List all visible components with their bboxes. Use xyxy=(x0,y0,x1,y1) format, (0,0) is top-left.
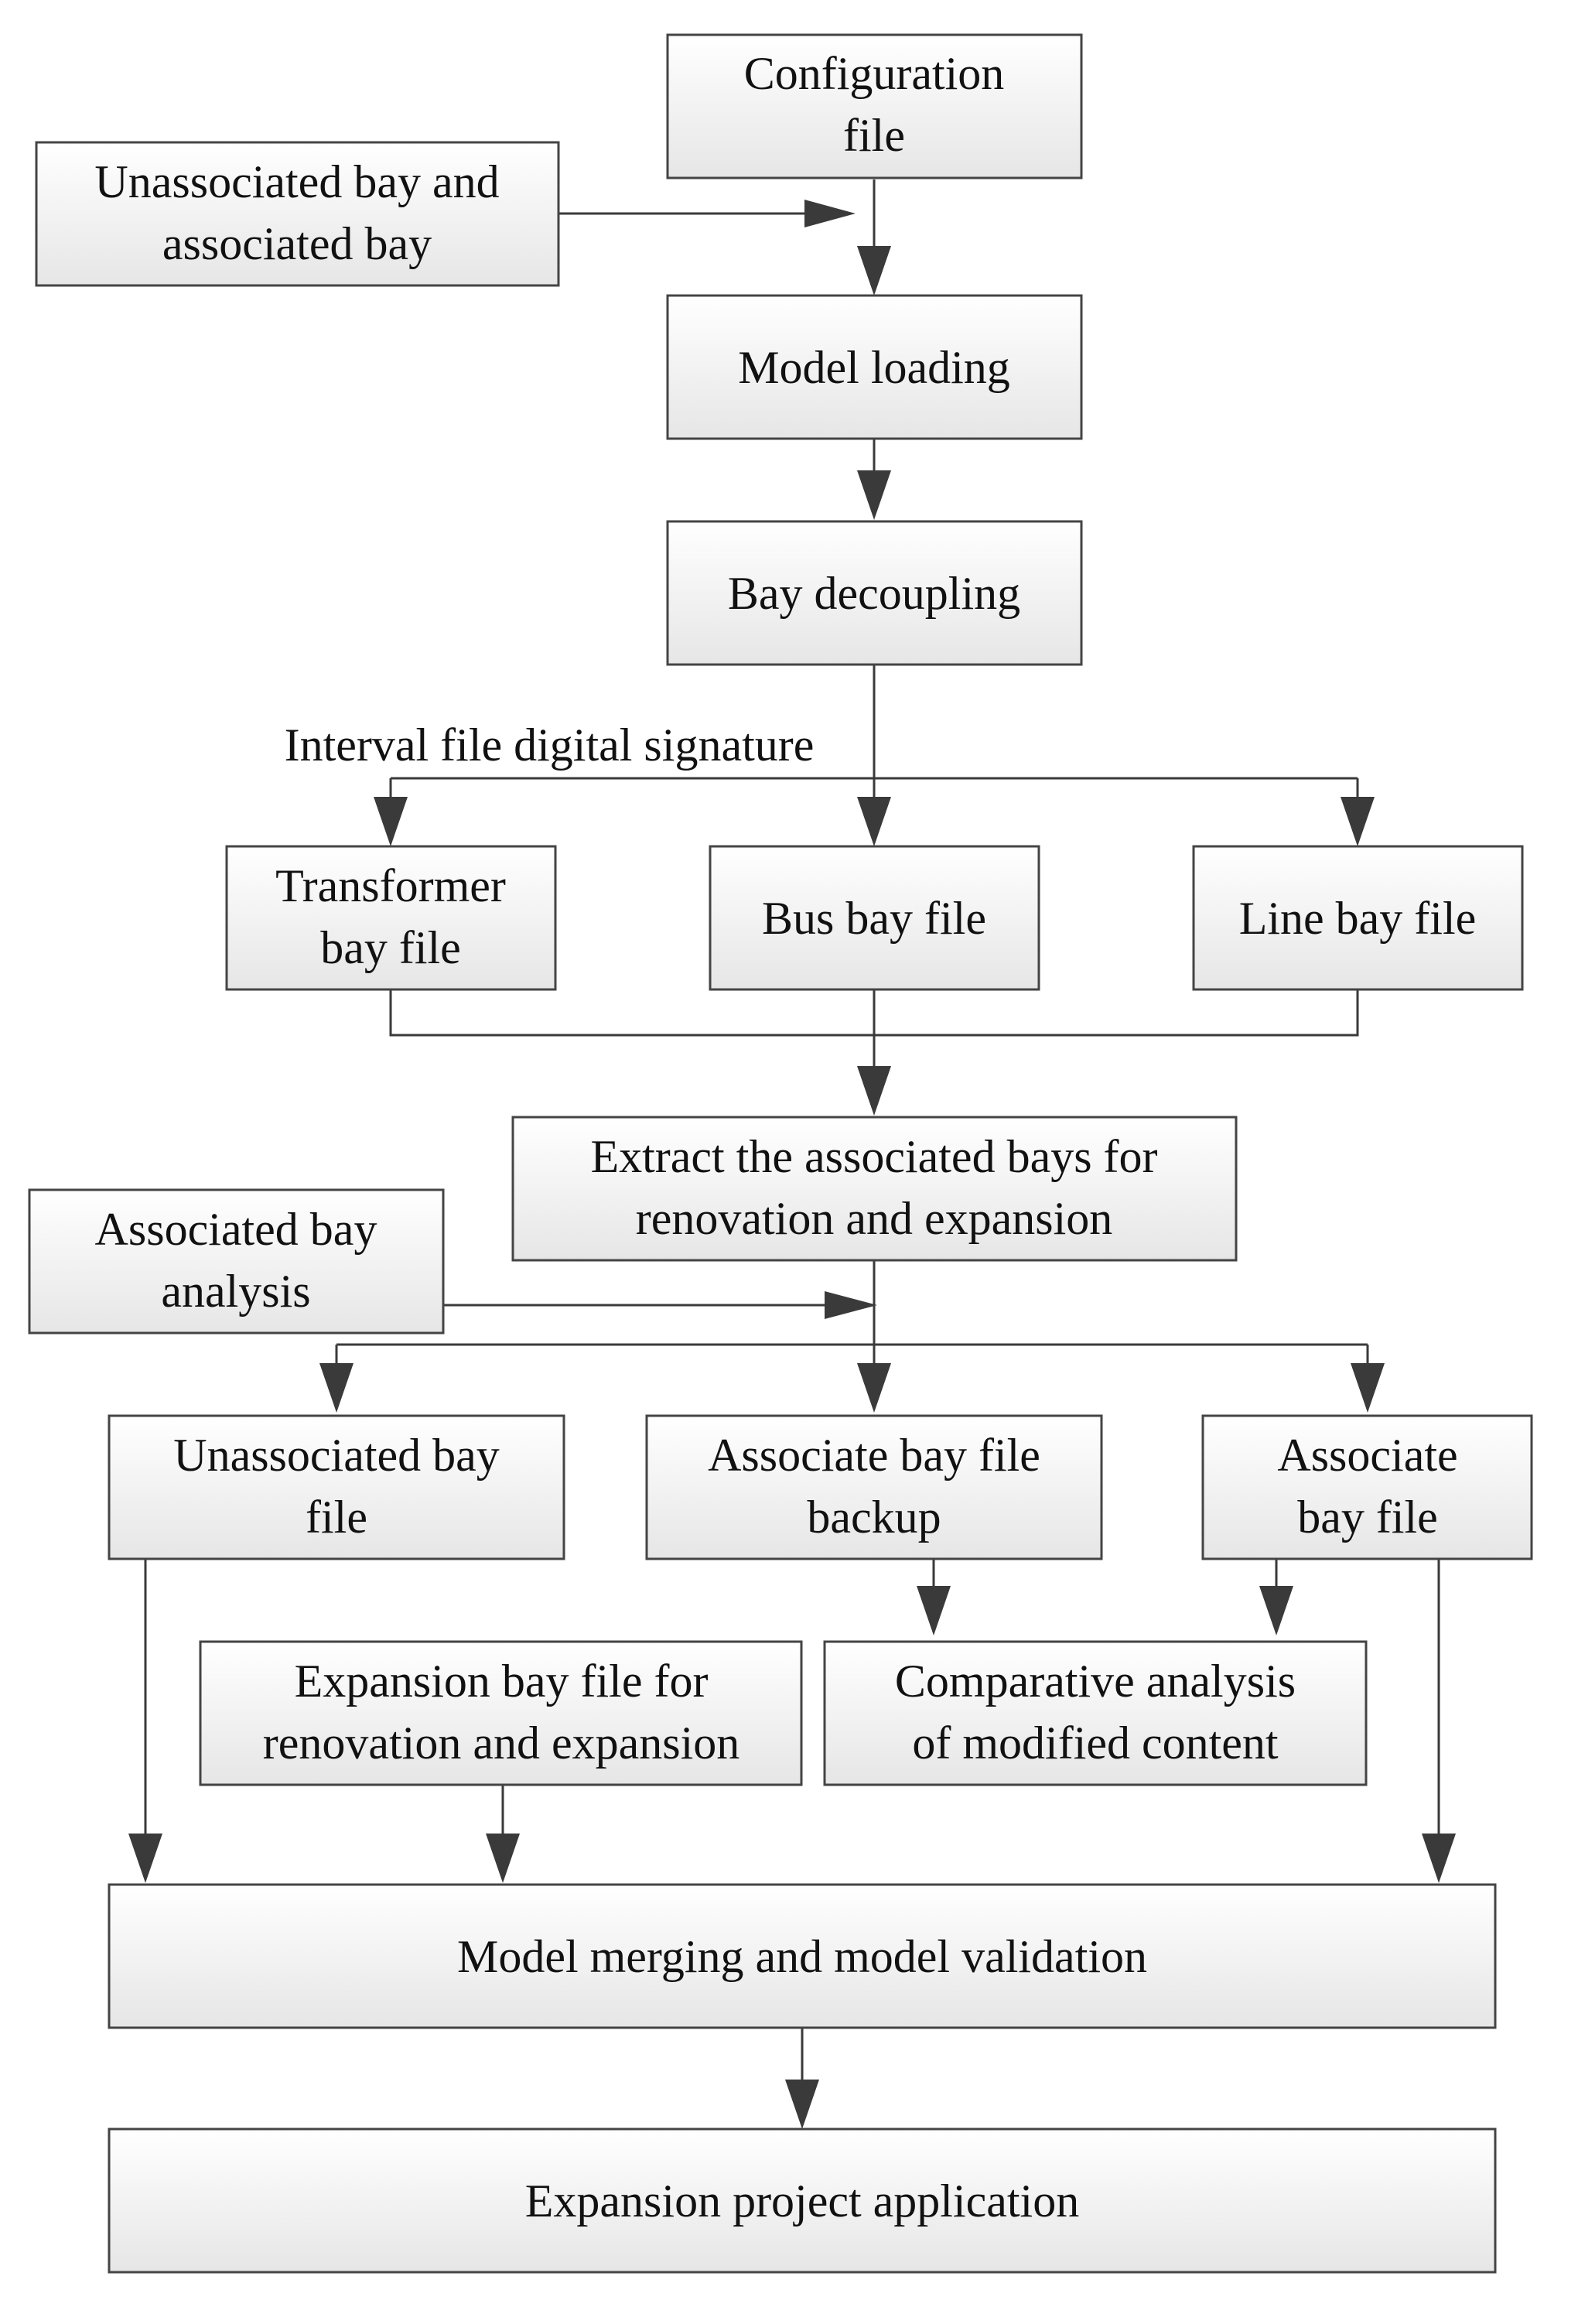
arrowhead-comparative-left xyxy=(917,1586,951,1635)
comparative-box: Comparative analysis of modified content xyxy=(823,1640,1368,1786)
arrowhead-application xyxy=(785,2080,819,2129)
comparative-label-2: of modified content xyxy=(912,1717,1279,1769)
bus-label: Bus bay file xyxy=(762,893,986,944)
assoc-file-label-1: Associate xyxy=(1277,1430,1457,1481)
arrowhead-comparative-right xyxy=(1259,1586,1293,1635)
transformer-box: Transformer bay file xyxy=(225,845,557,991)
unassoc-assoc-label-2: associated bay xyxy=(162,218,432,269)
boxes: Configuration file Unassociated bay and … xyxy=(28,33,1533,2274)
unassoc-assoc-label-1: Unassociated bay and xyxy=(94,156,499,207)
assoc-analysis-label-2: analysis xyxy=(161,1266,310,1317)
assoc-file-box: Associate bay file xyxy=(1201,1414,1533,1560)
config-box: Configuration file xyxy=(666,33,1083,179)
arrowhead-analysis xyxy=(825,1291,877,1319)
assoc-analysis-label-1: Associated bay xyxy=(95,1204,377,1255)
model-loading-box: Model loading xyxy=(666,294,1083,440)
interval-signature-label: Interval file digital signature xyxy=(285,719,815,771)
arrowhead-bus xyxy=(857,797,891,846)
config-label-2: file xyxy=(843,110,905,161)
comparative-label-1: Comparative analysis xyxy=(895,1656,1296,1707)
unassoc-file-label-2: file xyxy=(306,1492,367,1543)
line-label: Line bay file xyxy=(1239,893,1477,944)
arrowhead-unassoc-file xyxy=(319,1363,354,1413)
arrowhead-merge-mid xyxy=(486,1834,520,1883)
application-label: Expansion project application xyxy=(525,2175,1079,2227)
expansion-file-box: Expansion bay file for renovation and ex… xyxy=(199,1640,803,1786)
line-box: Line bay file xyxy=(1192,845,1524,991)
arrowhead-extract xyxy=(857,1066,891,1116)
arrowheads xyxy=(128,200,1456,2129)
extract-label-1: Extract the associated bays for xyxy=(590,1131,1157,1182)
arrowhead-transformer xyxy=(374,797,408,846)
model-loading-label: Model loading xyxy=(738,342,1010,393)
extract-label-2: renovation and expansion xyxy=(636,1193,1113,1244)
arrowhead-merge-right xyxy=(1422,1834,1456,1883)
backup-label-1: Associate bay file xyxy=(708,1430,1040,1481)
config-label-1: Configuration xyxy=(744,48,1005,99)
transformer-label-2: bay file xyxy=(320,922,461,973)
unassoc-assoc-box: Unassociated bay and associated bay xyxy=(35,141,560,287)
unassoc-file-box: Unassociated bay file xyxy=(108,1414,565,1560)
arrowhead-line xyxy=(1341,797,1375,846)
arrowhead-unassoc xyxy=(804,200,856,227)
expansion-file-label-1: Expansion bay file for xyxy=(295,1656,709,1707)
application-box: Expansion project application xyxy=(108,2127,1497,2274)
merging-box: Model merging and model validation xyxy=(108,1883,1497,2029)
arrowhead-merge-left xyxy=(128,1834,162,1883)
arrowhead-model xyxy=(857,246,891,296)
extract-box: Extract the associated bays for renovati… xyxy=(511,1116,1238,1262)
bay-decoupling-box: Bay decoupling xyxy=(666,520,1083,666)
bay-decoupling-label: Bay decoupling xyxy=(728,568,1020,619)
arrowhead-backup xyxy=(857,1363,891,1413)
backup-label-2: backup xyxy=(807,1492,941,1543)
arrowhead-assoc-file xyxy=(1351,1363,1385,1413)
assoc-analysis-box: Associated bay analysis xyxy=(28,1188,445,1335)
unassoc-file-label-1: Unassociated bay xyxy=(173,1430,500,1481)
arrowhead-decoupling xyxy=(857,470,891,520)
connector-lines xyxy=(144,179,1440,2090)
transformer-label-1: Transformer xyxy=(275,860,506,911)
bus-box: Bus bay file xyxy=(709,845,1040,991)
backup-box: Associate bay file backup xyxy=(645,1414,1103,1560)
expansion-file-label-2: renovation and expansion xyxy=(263,1717,740,1769)
assoc-file-label-2: bay file xyxy=(1297,1492,1438,1543)
merging-label: Model merging and model validation xyxy=(457,1931,1147,1982)
